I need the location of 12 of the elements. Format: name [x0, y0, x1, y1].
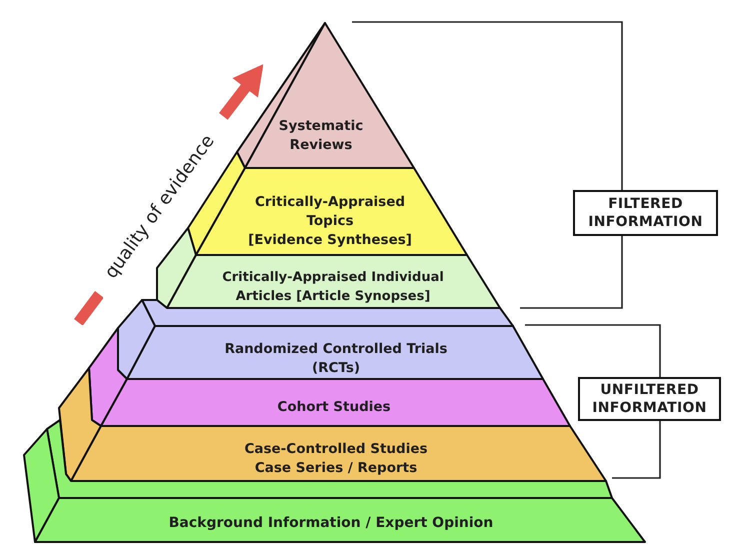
category-panel [573, 190, 718, 236]
tier-label: Cohort Studies [277, 398, 391, 417]
tier-label: Case Series / Reports [254, 459, 418, 478]
category-label: UNFILTERED INFORMATION [592, 381, 707, 417]
tier-label: Critically-Appraised Individual Articles [Article Synopses] [222, 269, 444, 306]
tier-label: Case-Controlled Studies [244, 440, 428, 459]
tier-label: Background Information / Expert Opinion [168, 514, 494, 533]
category-panel [578, 377, 721, 421]
category-label: FILTERED INFORMATION [588, 195, 703, 231]
tier-label: Critically-Appraised Topics [Evidence Syntheses] [248, 193, 412, 250]
tier-label: Systematic Reviews [278, 117, 364, 155]
tier-label: Randomized Controlled Trials (RCTs) [224, 340, 448, 378]
